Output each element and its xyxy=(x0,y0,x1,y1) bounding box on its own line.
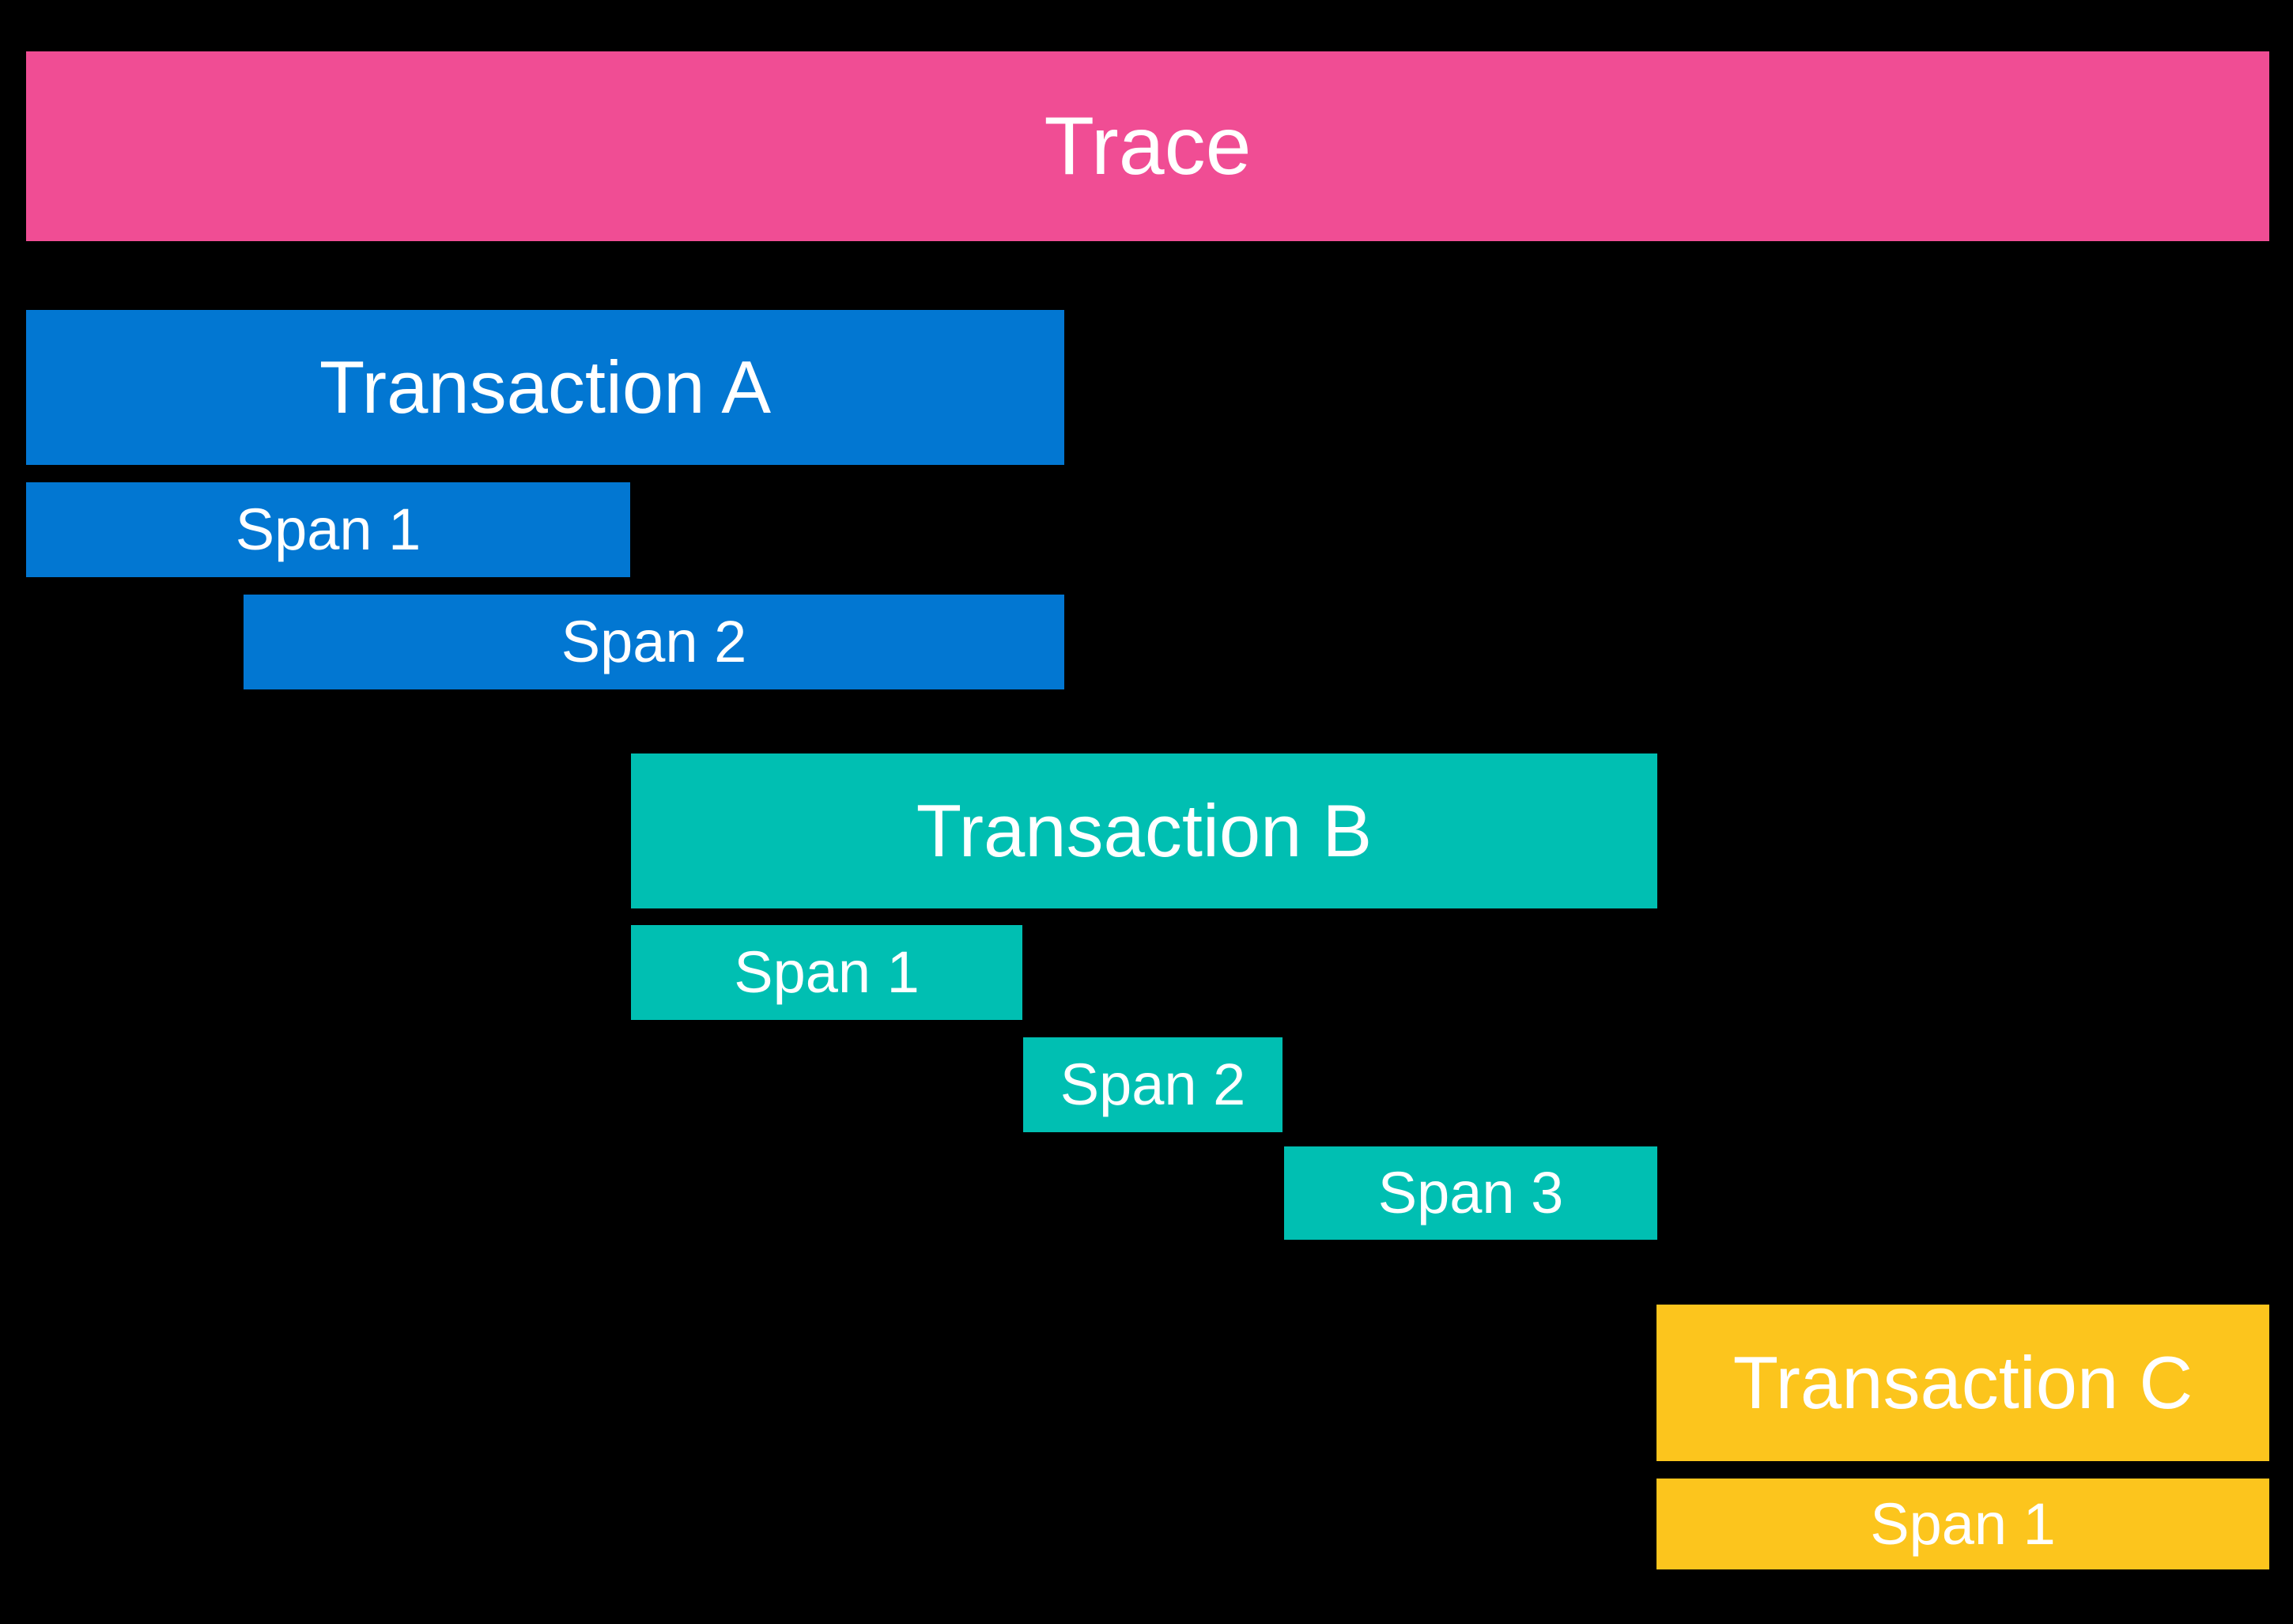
trace-bar: Trace xyxy=(26,51,2269,241)
transaction-b-span-1-bar: Span 1 xyxy=(631,925,1022,1020)
transaction-a-bar: Transaction A xyxy=(26,310,1064,465)
transaction-b-span-2-bar-label: Span 2 xyxy=(1060,1052,1246,1117)
transaction-b-span-3-bar-label: Span 3 xyxy=(1377,1160,1564,1226)
transaction-b-bar-label: Transaction B xyxy=(916,789,1373,872)
transaction-a-span-2-bar-label: Span 2 xyxy=(561,609,747,674)
transaction-b-span-3-bar: Span 3 xyxy=(1284,1146,1657,1240)
transaction-a-bar-label: Transaction A xyxy=(319,346,772,429)
transaction-c-span-1-bar-label: Span 1 xyxy=(1870,1490,2056,1557)
transaction-a-span-1-bar: Span 1 xyxy=(26,482,630,577)
transaction-c-span-1-bar: Span 1 xyxy=(1656,1479,2269,1569)
transaction-c-bar-label: Transaction C xyxy=(1732,1341,2193,1424)
transaction-b-bar: Transaction B xyxy=(631,753,1657,908)
transaction-b-span-1-bar-label: Span 1 xyxy=(734,939,920,1005)
transaction-c-bar: Transaction C xyxy=(1656,1305,2269,1461)
transaction-b-span-2-bar: Span 2 xyxy=(1023,1037,1282,1132)
trace-bar-label: Trace xyxy=(1044,100,1252,192)
transaction-a-span-1-bar-label: Span 1 xyxy=(235,497,421,562)
transaction-a-span-2-bar: Span 2 xyxy=(244,595,1064,689)
